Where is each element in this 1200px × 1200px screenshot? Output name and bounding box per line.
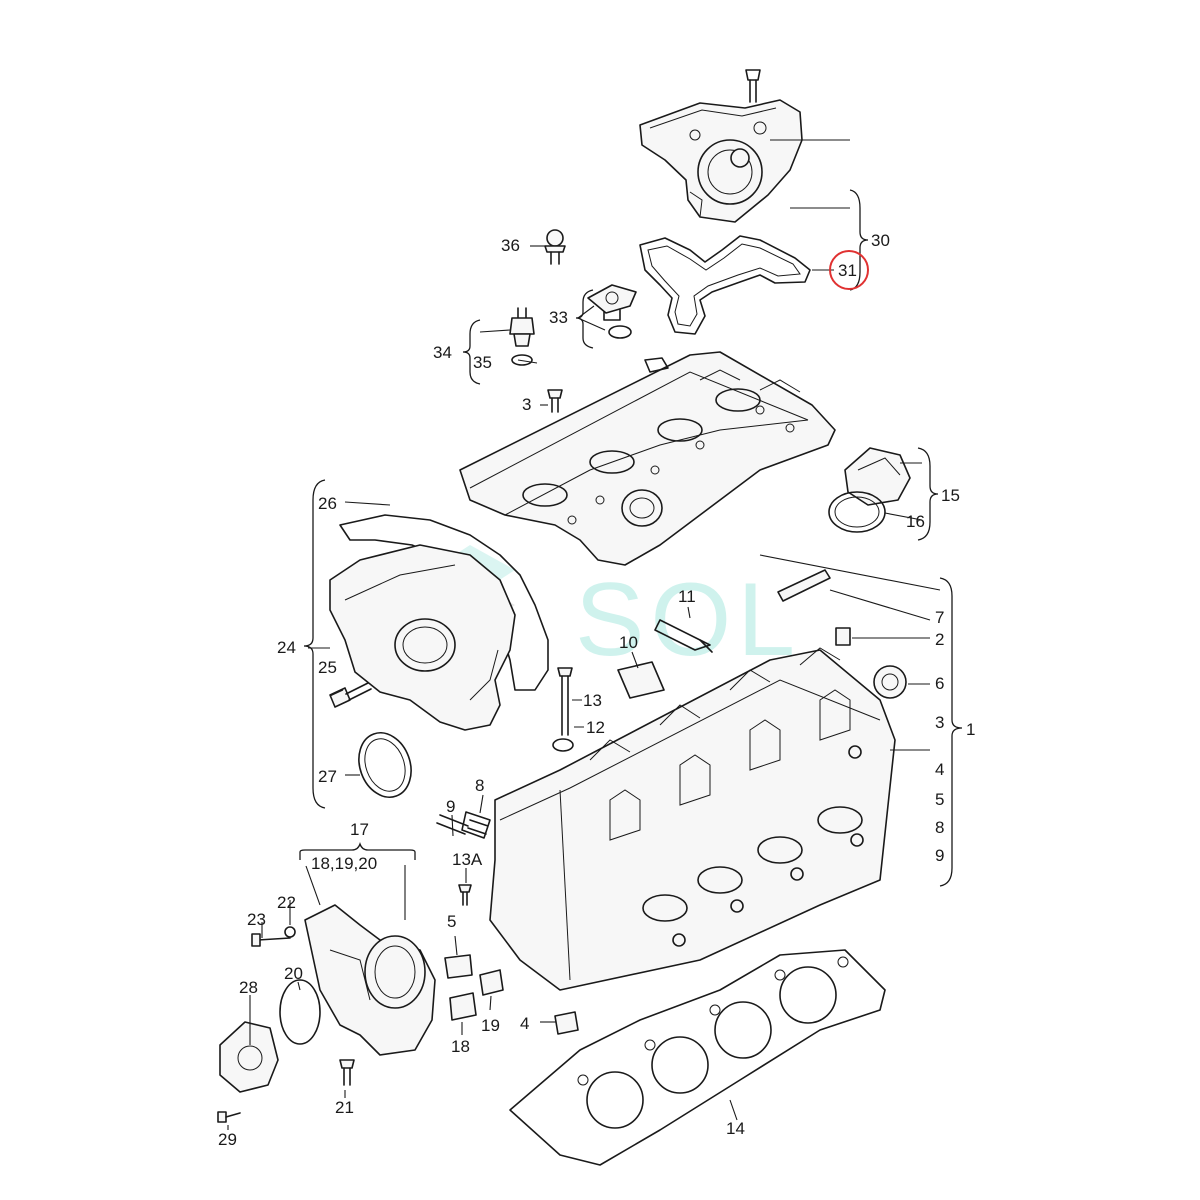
label-33: 33 (549, 308, 568, 327)
label-3-upper: 3 (522, 395, 531, 414)
label-4-list: 4 (935, 760, 944, 779)
label-5: 5 (447, 912, 456, 931)
label-9: 9 (446, 797, 455, 816)
label-36: 36 (501, 236, 520, 255)
part-3-bolt-upper (547, 389, 563, 413)
part-6-sprocket (873, 665, 907, 699)
part-2-dowel (835, 627, 851, 646)
part-7-pin (777, 569, 831, 602)
part-30-breather-housing (639, 69, 803, 223)
label-34: 34 (433, 343, 452, 362)
label-25: 25 (318, 658, 337, 677)
label-5-list: 5 (935, 790, 944, 809)
part-36-bolt (544, 229, 566, 265)
part-4-sleeve (554, 1011, 579, 1035)
part-33-sensor (587, 284, 637, 339)
part-13a-bolt (458, 884, 472, 906)
cylinder-head (489, 647, 896, 991)
label-28: 28 (239, 978, 258, 997)
label-12: 12 (586, 718, 605, 737)
part-11-clip (654, 619, 713, 653)
highlight-circle-31 (829, 250, 869, 290)
label-35: 35 (473, 353, 492, 372)
part-25-bolt (329, 682, 372, 708)
label-20: 20 (284, 964, 303, 983)
part-24-timing-cover (329, 544, 516, 731)
label-9-list: 9 (935, 846, 944, 865)
part-18-bushing (449, 992, 477, 1021)
label-3-lower: 3 (935, 713, 944, 732)
cylinder-head-cover (459, 351, 836, 566)
label-23: 23 (247, 910, 266, 929)
part-15-oil-filler-cap (828, 447, 911, 533)
part-34-valve (509, 307, 535, 366)
part-9-stud (436, 814, 469, 835)
part-29-bolt (217, 1111, 241, 1123)
label-15: 15 (941, 486, 960, 505)
label-2: 2 (935, 630, 944, 649)
part-26-cover-gasket (339, 514, 549, 691)
label-22: 22 (277, 893, 296, 912)
part-5-bushing (444, 954, 473, 979)
label-7: 7 (935, 608, 944, 627)
label-13a: 13A (452, 850, 483, 869)
label-24: 24 (277, 638, 296, 657)
label-8: 8 (475, 776, 484, 795)
part-17-vacuum-pump (304, 904, 436, 1056)
label-18-19-20: 18,19,20 (311, 854, 377, 873)
part-20-o-ring (279, 979, 321, 1045)
part-28-flange (219, 1021, 279, 1093)
part-10-plate (617, 661, 665, 699)
label-21: 21 (335, 1098, 354, 1117)
label-18: 18 (451, 1037, 470, 1056)
part-21-bolt (339, 1059, 355, 1086)
label-19: 19 (481, 1016, 500, 1035)
part-14-head-gasket (509, 949, 886, 1166)
braces (299, 189, 963, 920)
label-1: 1 (966, 720, 975, 739)
label-4: 4 (520, 1014, 529, 1033)
part-22-washer (284, 926, 296, 938)
label-30: 30 (871, 231, 890, 250)
label-26: 26 (318, 494, 337, 513)
watermark-text: SOL (575, 562, 801, 678)
label-14: 14 (726, 1119, 745, 1138)
label-13: 13 (583, 691, 602, 710)
label-11: 11 (678, 587, 696, 606)
part-19-bushing (479, 969, 504, 996)
part-23-bolt (251, 933, 291, 947)
part-31-gasket (639, 235, 811, 335)
label-8-list: 8 (935, 818, 944, 837)
part-13-long-bolt (552, 667, 574, 752)
label-6: 6 (935, 674, 944, 693)
callout-labels: 30 31 36 33 34 35 3 15 16 26 24 25 27 11… (218, 231, 975, 1149)
part-27-seal (358, 732, 412, 798)
label-10: 10 (619, 633, 638, 652)
label-29: 29 (218, 1130, 237, 1149)
label-17: 17 (350, 820, 369, 839)
label-16: 16 (906, 512, 925, 531)
label-31: 31 (838, 261, 857, 280)
label-27: 27 (318, 767, 337, 786)
